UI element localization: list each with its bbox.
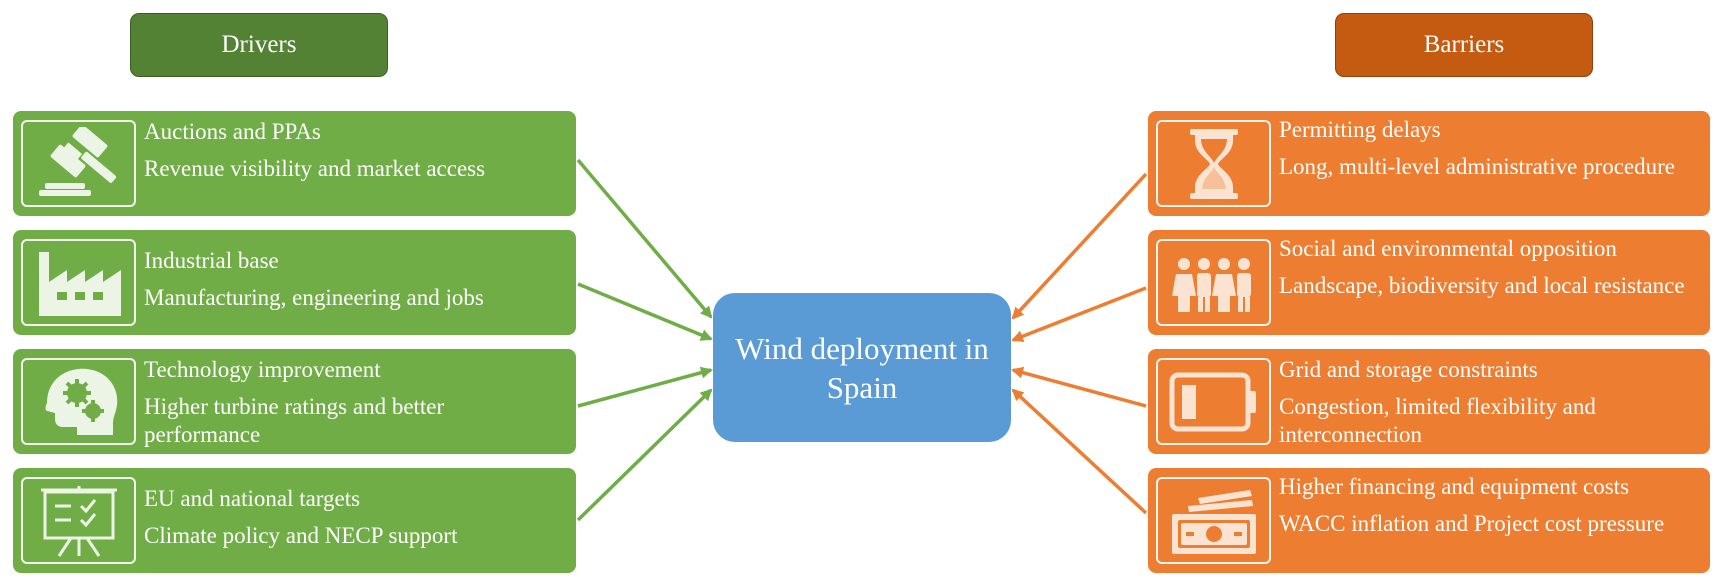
barrier-description: Landscape, biodiversity and local resist… <box>1279 273 1685 298</box>
driver-description: Manufacturing, engineering and jobs <box>144 285 484 310</box>
driver-arrow-3 <box>577 366 713 408</box>
barrier-arrow-3 <box>1011 366 1147 408</box>
driver-arrow-4 <box>576 388 713 522</box>
checklist-board-icon <box>21 477 136 564</box>
barrier-title: Higher financing and equipment costs <box>1279 474 1630 499</box>
factory-icon <box>21 239 136 326</box>
center-node: Wind deployment in Spain <box>713 293 1011 442</box>
banknotes-icon <box>1156 477 1271 564</box>
barrier-title: Permitting delays <box>1279 117 1441 142</box>
barriers-header: Barriers <box>1335 13 1593 77</box>
barrier-card-grid: Grid and storage constraints Congestion,… <box>1148 349 1710 454</box>
barrier-description: Congestion, limited flexibility and inte… <box>1279 394 1596 447</box>
barrier-card-financing: Higher financing and equipment costs WAC… <box>1148 468 1710 573</box>
barrier-arrow-4 <box>1011 388 1148 515</box>
driver-arrow-1 <box>576 158 713 319</box>
driver-card-technology: Technology improvement Higher turbine ra… <box>13 349 576 454</box>
driver-title: Industrial base <box>144 248 279 273</box>
driver-description: Revenue visibility and market access <box>144 156 486 181</box>
barrier-arrow-1 <box>1011 172 1148 320</box>
battery-icon <box>1156 358 1271 445</box>
driver-card-auctions: Auctions and PPAs Revenue visibility and… <box>13 111 576 216</box>
driver-card-targets: EU and national targets Climate policy a… <box>13 468 576 573</box>
gavel-icon <box>21 120 136 207</box>
driver-description: Higher turbine ratings and better perfor… <box>144 394 445 447</box>
barrier-title: Social and environmental opposition <box>1279 236 1617 261</box>
barrier-arrow-2 <box>1011 286 1147 342</box>
drivers-header: Drivers <box>130 13 388 77</box>
barrier-description: WACC inflation and Project cost pressure <box>1279 511 1665 536</box>
head-gears-icon <box>21 358 136 445</box>
driver-title: EU and national targets <box>144 486 361 511</box>
drivers-header-label: Drivers <box>221 31 297 58</box>
driver-title: Technology improvement <box>144 357 381 382</box>
hourglass-icon <box>1156 120 1271 207</box>
barrier-card-opposition: Social and environmental opposition Land… <box>1148 230 1710 335</box>
driver-description: Climate policy and NECP support <box>144 523 458 548</box>
barriers-header-label: Barriers <box>1423 31 1505 58</box>
barrier-card-permitting: Permitting delays Long, multi-level admi… <box>1148 111 1710 216</box>
driver-arrow-2 <box>577 282 713 341</box>
people-group-icon <box>1156 239 1271 326</box>
center-label: Wind deployment in Spain <box>735 330 989 405</box>
barrier-description: Long, multi-level administrative procedu… <box>1279 154 1675 179</box>
driver-title: Auctions and PPAs <box>144 119 321 144</box>
barrier-title: Grid and storage constraints <box>1279 357 1538 382</box>
driver-card-industrial: Industrial base Manufacturing, engineeri… <box>13 230 576 335</box>
